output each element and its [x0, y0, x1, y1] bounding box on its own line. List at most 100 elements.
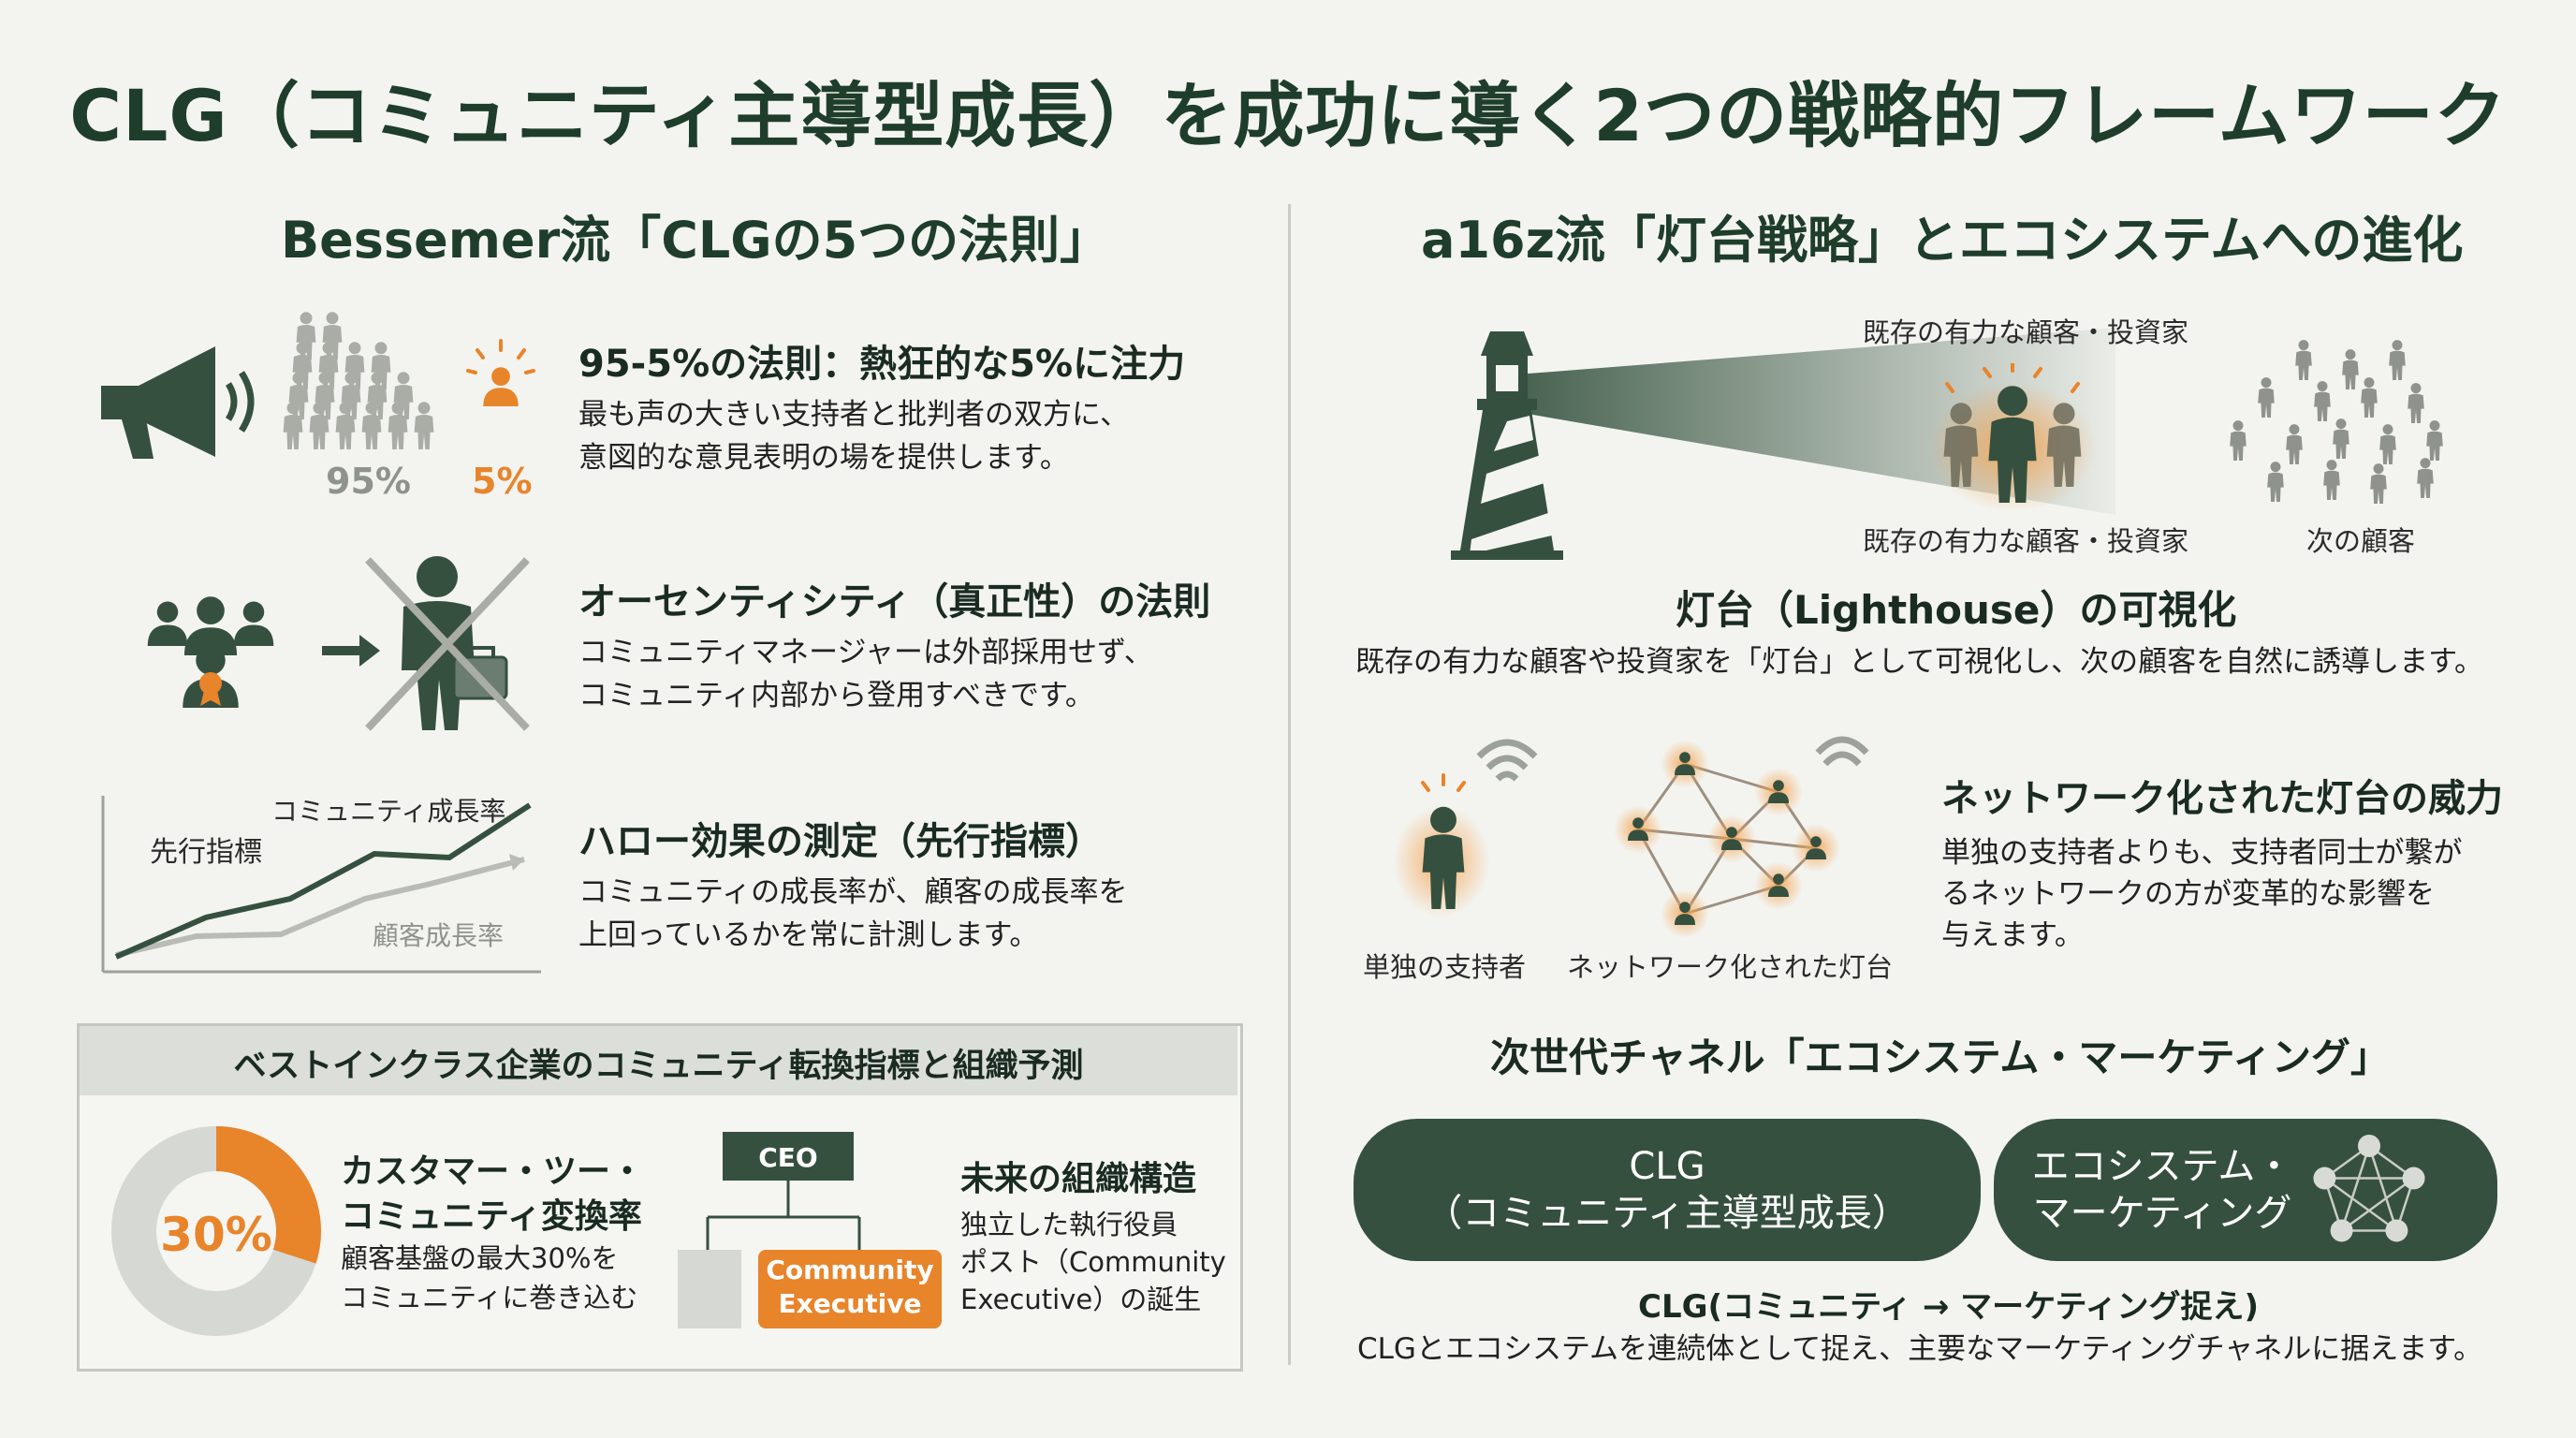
next-customer-person	[2323, 460, 2340, 500]
metric-title-line2: コミュニティ変換率	[341, 1197, 642, 1236]
pentagon-edge	[2340, 1145, 2371, 1231]
rule2-line1: コミュニティマネージャーは外部採用せず、	[578, 636, 1153, 669]
network-icon	[1614, 736, 1869, 938]
right-section-heading: a16z流「灯台戦略」とエコシステムへの進化	[1421, 211, 2464, 270]
lighthouse-label-bottom: 既存の有力な顧客・投資家	[1863, 525, 2189, 557]
next-customer-person	[2286, 424, 2303, 464]
megaphone-icon	[101, 346, 255, 459]
next-customer-person	[2379, 424, 2396, 464]
pentagon-node	[2358, 1135, 2380, 1157]
crossed-person-icon	[365, 556, 530, 731]
label-leading: 先行指標	[150, 836, 262, 869]
rule3-line1: コミュニティの成長率が、顧客の成長率を	[578, 875, 1128, 909]
pentagon-network-icon	[2313, 1135, 2425, 1242]
rule3-line2: 上回っているかを常に計測します。	[578, 918, 1039, 952]
donut-value: 30%	[160, 1208, 272, 1262]
ecosystem-pill-line1: エコシステム・	[2031, 1145, 2293, 1188]
label-community-growth: コミュニティ成長率	[271, 796, 506, 827]
person-highlight-icon	[466, 339, 535, 406]
best-in-class-heading: ベストインクラス企業のコミュニティ転換指標と組織予測	[233, 1048, 1084, 1085]
next-customer-person	[2408, 383, 2424, 423]
metric-line2: コミュニティに巻き込む	[341, 1282, 638, 1313]
network-line3: 与えます。	[1941, 918, 2084, 952]
org-ceo-label: CEO	[758, 1142, 818, 1173]
network-node-glow	[1614, 805, 1662, 854]
lighthouse-desc: 既存の有力な顧客や投資家を「灯台」として可視化し、次の顧客を自然に誘導します。	[1355, 645, 2483, 679]
future-line1: 独立した執行役員	[960, 1209, 1178, 1240]
left-section-heading: Bessemer流「CLGの5つの法則」	[281, 211, 1111, 270]
rule1-line1: 最も声の大きい支持者と批判者の双方に、	[578, 398, 1130, 432]
channel-caption-desc: CLGとエコシステムを連続体として捉え、主要なマーケティングチャネルに据えます。	[1357, 1332, 2483, 1366]
page-title: CLG（コミュニティ主導型成長）を成功に導く2つの戦略的フレームワーク	[69, 74, 2507, 157]
network-node-glow	[1661, 889, 1709, 938]
next-customer-person	[2333, 418, 2349, 459]
pentagon-edge	[2340, 1177, 2415, 1232]
team-icon	[147, 596, 274, 708]
crowd-person	[414, 402, 434, 449]
pentagon-node	[2402, 1167, 2425, 1190]
metric-title-line1: カスタマー・ツー・	[341, 1152, 645, 1191]
next-customer-person	[2314, 381, 2331, 421]
rule1-title: 95-5%の法則：熱狂的な5%に注力	[578, 343, 1186, 386]
next-customer-person	[2258, 377, 2275, 418]
next-customer-person	[2230, 420, 2247, 461]
clg-pill	[1354, 1119, 1981, 1261]
org-exec-line1: Community	[766, 1255, 934, 1285]
next-customer-person	[2361, 377, 2378, 418]
next-customer-person	[2342, 349, 2359, 389]
network-node-glow	[1754, 768, 1803, 816]
ecosystem-pill-line2: マーケティング	[2032, 1192, 2292, 1235]
org-exec-line2: Executive	[778, 1288, 922, 1319]
rule2-line2: コミュニティ内部から登用すべきです。	[578, 679, 1094, 712]
label-5: 5%	[472, 461, 533, 502]
network-line1: 単独の支持者よりも、支持者同士が繋が	[1941, 836, 2463, 870]
label-95: 95%	[326, 461, 411, 502]
rule3-title: ハロー効果の測定（先行指標）	[578, 820, 1103, 863]
channel-heading: 次世代チャネル「エコシステム・マーケティング」	[1490, 1034, 2390, 1080]
single-supporter-label: 単独の支持者	[1363, 951, 1527, 983]
network-node-glow	[1754, 861, 1803, 910]
future-title: 未来の組織構造	[960, 1160, 1197, 1198]
next-customer-person	[2389, 340, 2406, 380]
network-node-glow	[1707, 814, 1756, 863]
pentagon-node	[2385, 1219, 2408, 1242]
ecosystem-pill	[1994, 1119, 2497, 1261]
pentagon-edge	[2367, 1145, 2398, 1231]
next-customer-person	[2267, 462, 2284, 502]
network-title: ネットワーク化された灯台の威力	[1941, 777, 2503, 820]
single-supporter-icon	[1395, 739, 1538, 917]
clg-pill-line2: （コミュニティ主導型成長）	[1425, 1192, 1910, 1235]
next-customer-person	[2417, 458, 2434, 498]
next-customer-person	[2370, 463, 2387, 504]
network-node-glow	[1792, 824, 1840, 873]
lighthouse-label-top: 既存の有力な顧客・投資家	[1863, 316, 2189, 348]
next-customers-label: 次の顧客	[2306, 525, 2416, 557]
future-line2: ポスト（Community	[960, 1246, 1226, 1278]
donut-chart-icon	[111, 1126, 321, 1336]
center-divider	[1288, 204, 1291, 1365]
rule1-line2: 意図的な意見表明の場を提供します。	[578, 441, 1069, 475]
rule2-title: オーセンティシティ（真正性）の法則	[578, 580, 1211, 624]
lighthouse-title: 灯台（Lighthouse）の可視化	[1676, 587, 2237, 633]
org-chart-icon	[678, 1132, 942, 1328]
next-customer-person	[2295, 340, 2312, 380]
donut-arc	[215, 1126, 321, 1264]
metric-line1: 顧客基盤の最大30%を	[341, 1242, 619, 1274]
pentagon-node	[2313, 1167, 2336, 1190]
network-label: ネットワーク化された灯台	[1567, 951, 1894, 983]
next-customer-person	[2426, 420, 2443, 461]
line-chart-icon	[101, 796, 541, 974]
channel-caption-title: CLG(コミュニティ → マーケティング捉え)	[1638, 1288, 2260, 1326]
next-customers-icon	[2230, 340, 2443, 504]
best-in-class-header	[80, 1026, 1237, 1095]
pentagon-edge	[2323, 1177, 2398, 1232]
network-line2: るネットワークの方が変革的な影響を	[1941, 877, 2435, 911]
future-line3: Executive）の誕生	[960, 1284, 1202, 1315]
crowd-icon	[283, 312, 434, 449]
network-node-glow	[1661, 740, 1709, 788]
clg-pill-line1: CLG	[1629, 1145, 1705, 1188]
label-customer-growth: 顧客成長率	[373, 920, 505, 951]
pentagon-node	[2330, 1219, 2353, 1242]
arrow-right-icon	[322, 635, 380, 667]
lighthouse-customers-icon	[1928, 363, 2097, 513]
